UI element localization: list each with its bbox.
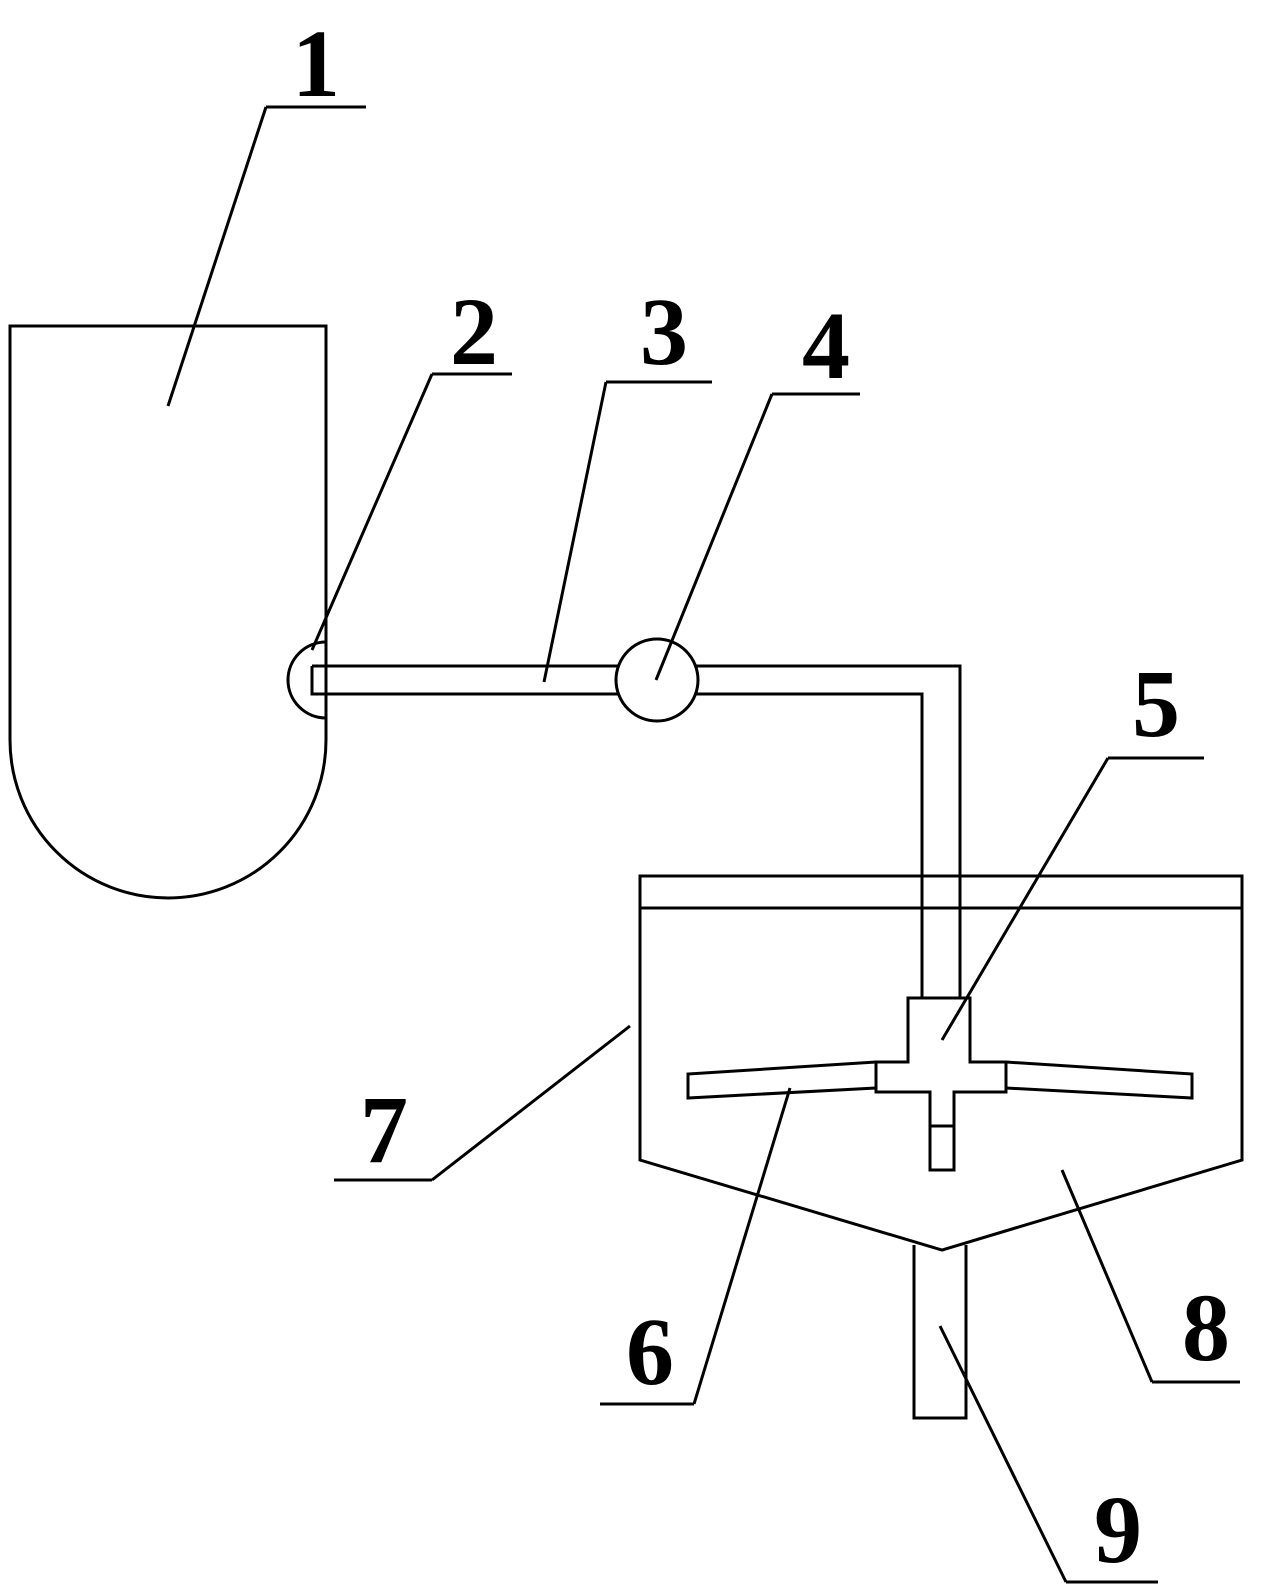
callout-3: 3 bbox=[640, 278, 688, 385]
callout-labels: 1 2 3 4 5 6 7 8 9 bbox=[292, 10, 1230, 1583]
valve bbox=[614, 637, 700, 723]
mixing-tank bbox=[638, 874, 1244, 1252]
callout-8: 8 bbox=[1182, 1274, 1230, 1381]
callout-6: 6 bbox=[626, 1298, 674, 1405]
callout-1: 1 bbox=[292, 10, 340, 117]
callout-4: 4 bbox=[802, 292, 850, 399]
callout-2: 2 bbox=[450, 278, 498, 385]
leader-3 bbox=[542, 380, 712, 683]
leader-4 bbox=[654, 392, 860, 681]
discharge-pipe bbox=[912, 1245, 968, 1420]
leader-2 bbox=[310, 372, 512, 651]
distributor-hub bbox=[874, 996, 1008, 1172]
callout-5: 5 bbox=[1132, 650, 1180, 757]
leader-7 bbox=[334, 1024, 631, 1182]
spray-arms bbox=[686, 1060, 1194, 1100]
outlet-fitting bbox=[286, 640, 327, 720]
callout-9: 9 bbox=[1094, 1476, 1142, 1583]
storage-tank bbox=[8, 324, 328, 900]
leader-1 bbox=[166, 105, 366, 407]
callout-7: 7 bbox=[360, 1076, 408, 1183]
leader-6 bbox=[600, 1087, 792, 1406]
leader-9 bbox=[938, 1325, 1158, 1584]
leader-lines bbox=[166, 105, 1240, 1584]
leader-8 bbox=[1060, 1169, 1240, 1384]
feed-pipe bbox=[310, 664, 962, 998]
leader-5 bbox=[940, 756, 1204, 1041]
